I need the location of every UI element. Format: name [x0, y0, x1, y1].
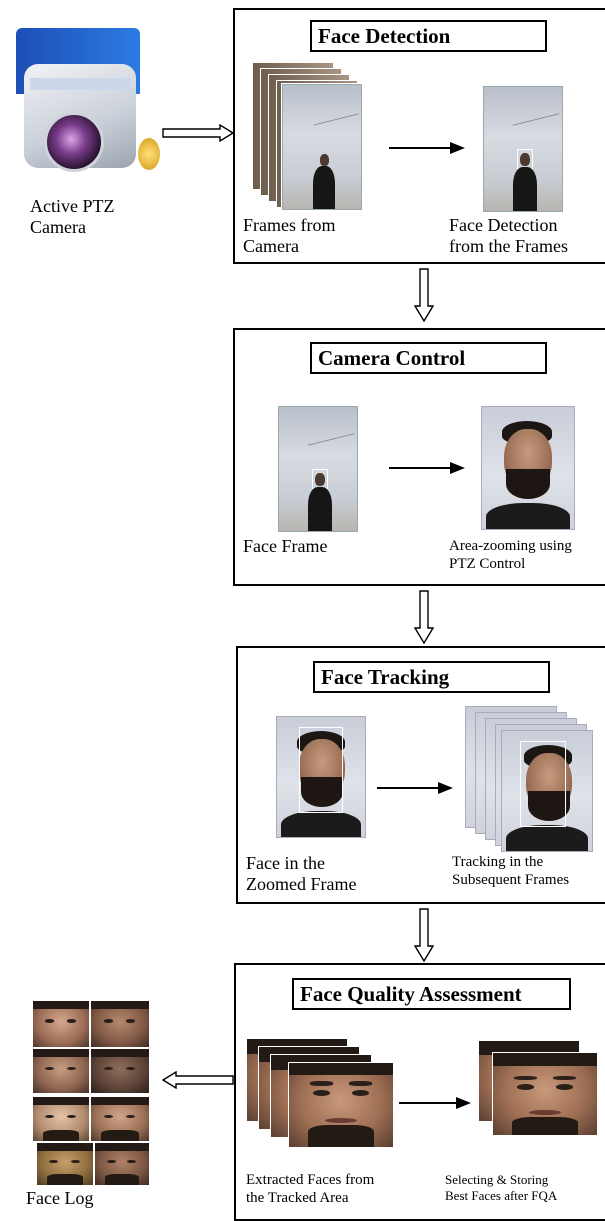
best-faces-label: Selecting & Storing Best Faces after FQA [445, 1172, 558, 1203]
camera-frame-image [282, 84, 362, 210]
arrow-right [389, 462, 465, 474]
tracked-face-image [501, 730, 593, 852]
face-log-grid [32, 1000, 150, 1186]
arrow-right [399, 1097, 471, 1109]
face-log-thumbnail [90, 1096, 150, 1142]
detected-face-frame-image [483, 86, 563, 212]
extracted-faces-stack [246, 1038, 396, 1150]
extracted-face-image [288, 1062, 394, 1148]
face-log-thumbnail [94, 1142, 150, 1186]
face-tracking-title: Face Tracking [313, 661, 550, 693]
face-log-thumbnail [36, 1142, 94, 1186]
camera-control-title: Camera Control [310, 342, 547, 374]
face-log-label: Face Log [26, 1188, 94, 1208]
arrow-right [377, 782, 453, 794]
face-detection-title: Face Detection [310, 20, 547, 52]
hollow-arrow-down [414, 268, 434, 322]
frames-stack [252, 62, 362, 210]
area-zooming-label: Area-zooming using PTZ Control [449, 538, 572, 572]
face-in-zoomed-frame-label: Face in the Zoomed Frame [246, 853, 357, 893]
tracking-subsequent-frames-label: Tracking in the Subsequent Frames [452, 854, 570, 888]
face-detection-from-frames-label: Face Detection from the Frames [449, 215, 568, 253]
best-faces-stack [478, 1040, 602, 1140]
arrow-right [389, 142, 465, 154]
face-frame-label: Face Frame [243, 536, 328, 556]
hollow-arrow-down [414, 590, 434, 644]
extracted-faces-label: Extracted Faces from the Tracked Area [246, 1172, 375, 1206]
zoomed-face-image [481, 406, 575, 530]
hollow-arrow-left [162, 1071, 234, 1089]
face-log-thumbnail [32, 1000, 90, 1048]
tracking-frames-stack [465, 706, 595, 854]
camera-label: Active PTZ Camera [30, 196, 115, 237]
face-in-zoomed-frame-image [276, 716, 366, 838]
best-face-image [492, 1052, 598, 1136]
face-log-thumbnail [32, 1048, 90, 1094]
face-frame-image [278, 406, 358, 532]
frames-from-camera-label: Frames from Camera [243, 215, 336, 253]
face-quality-assessment-title: Face Quality Assessment [292, 978, 571, 1010]
hollow-arrow-right [162, 124, 234, 142]
ptz-camera-image [12, 28, 160, 178]
hollow-arrow-down [414, 908, 434, 962]
face-log-thumbnail [90, 1000, 150, 1048]
face-log-thumbnail [32, 1096, 90, 1142]
face-log-thumbnail [90, 1048, 150, 1094]
